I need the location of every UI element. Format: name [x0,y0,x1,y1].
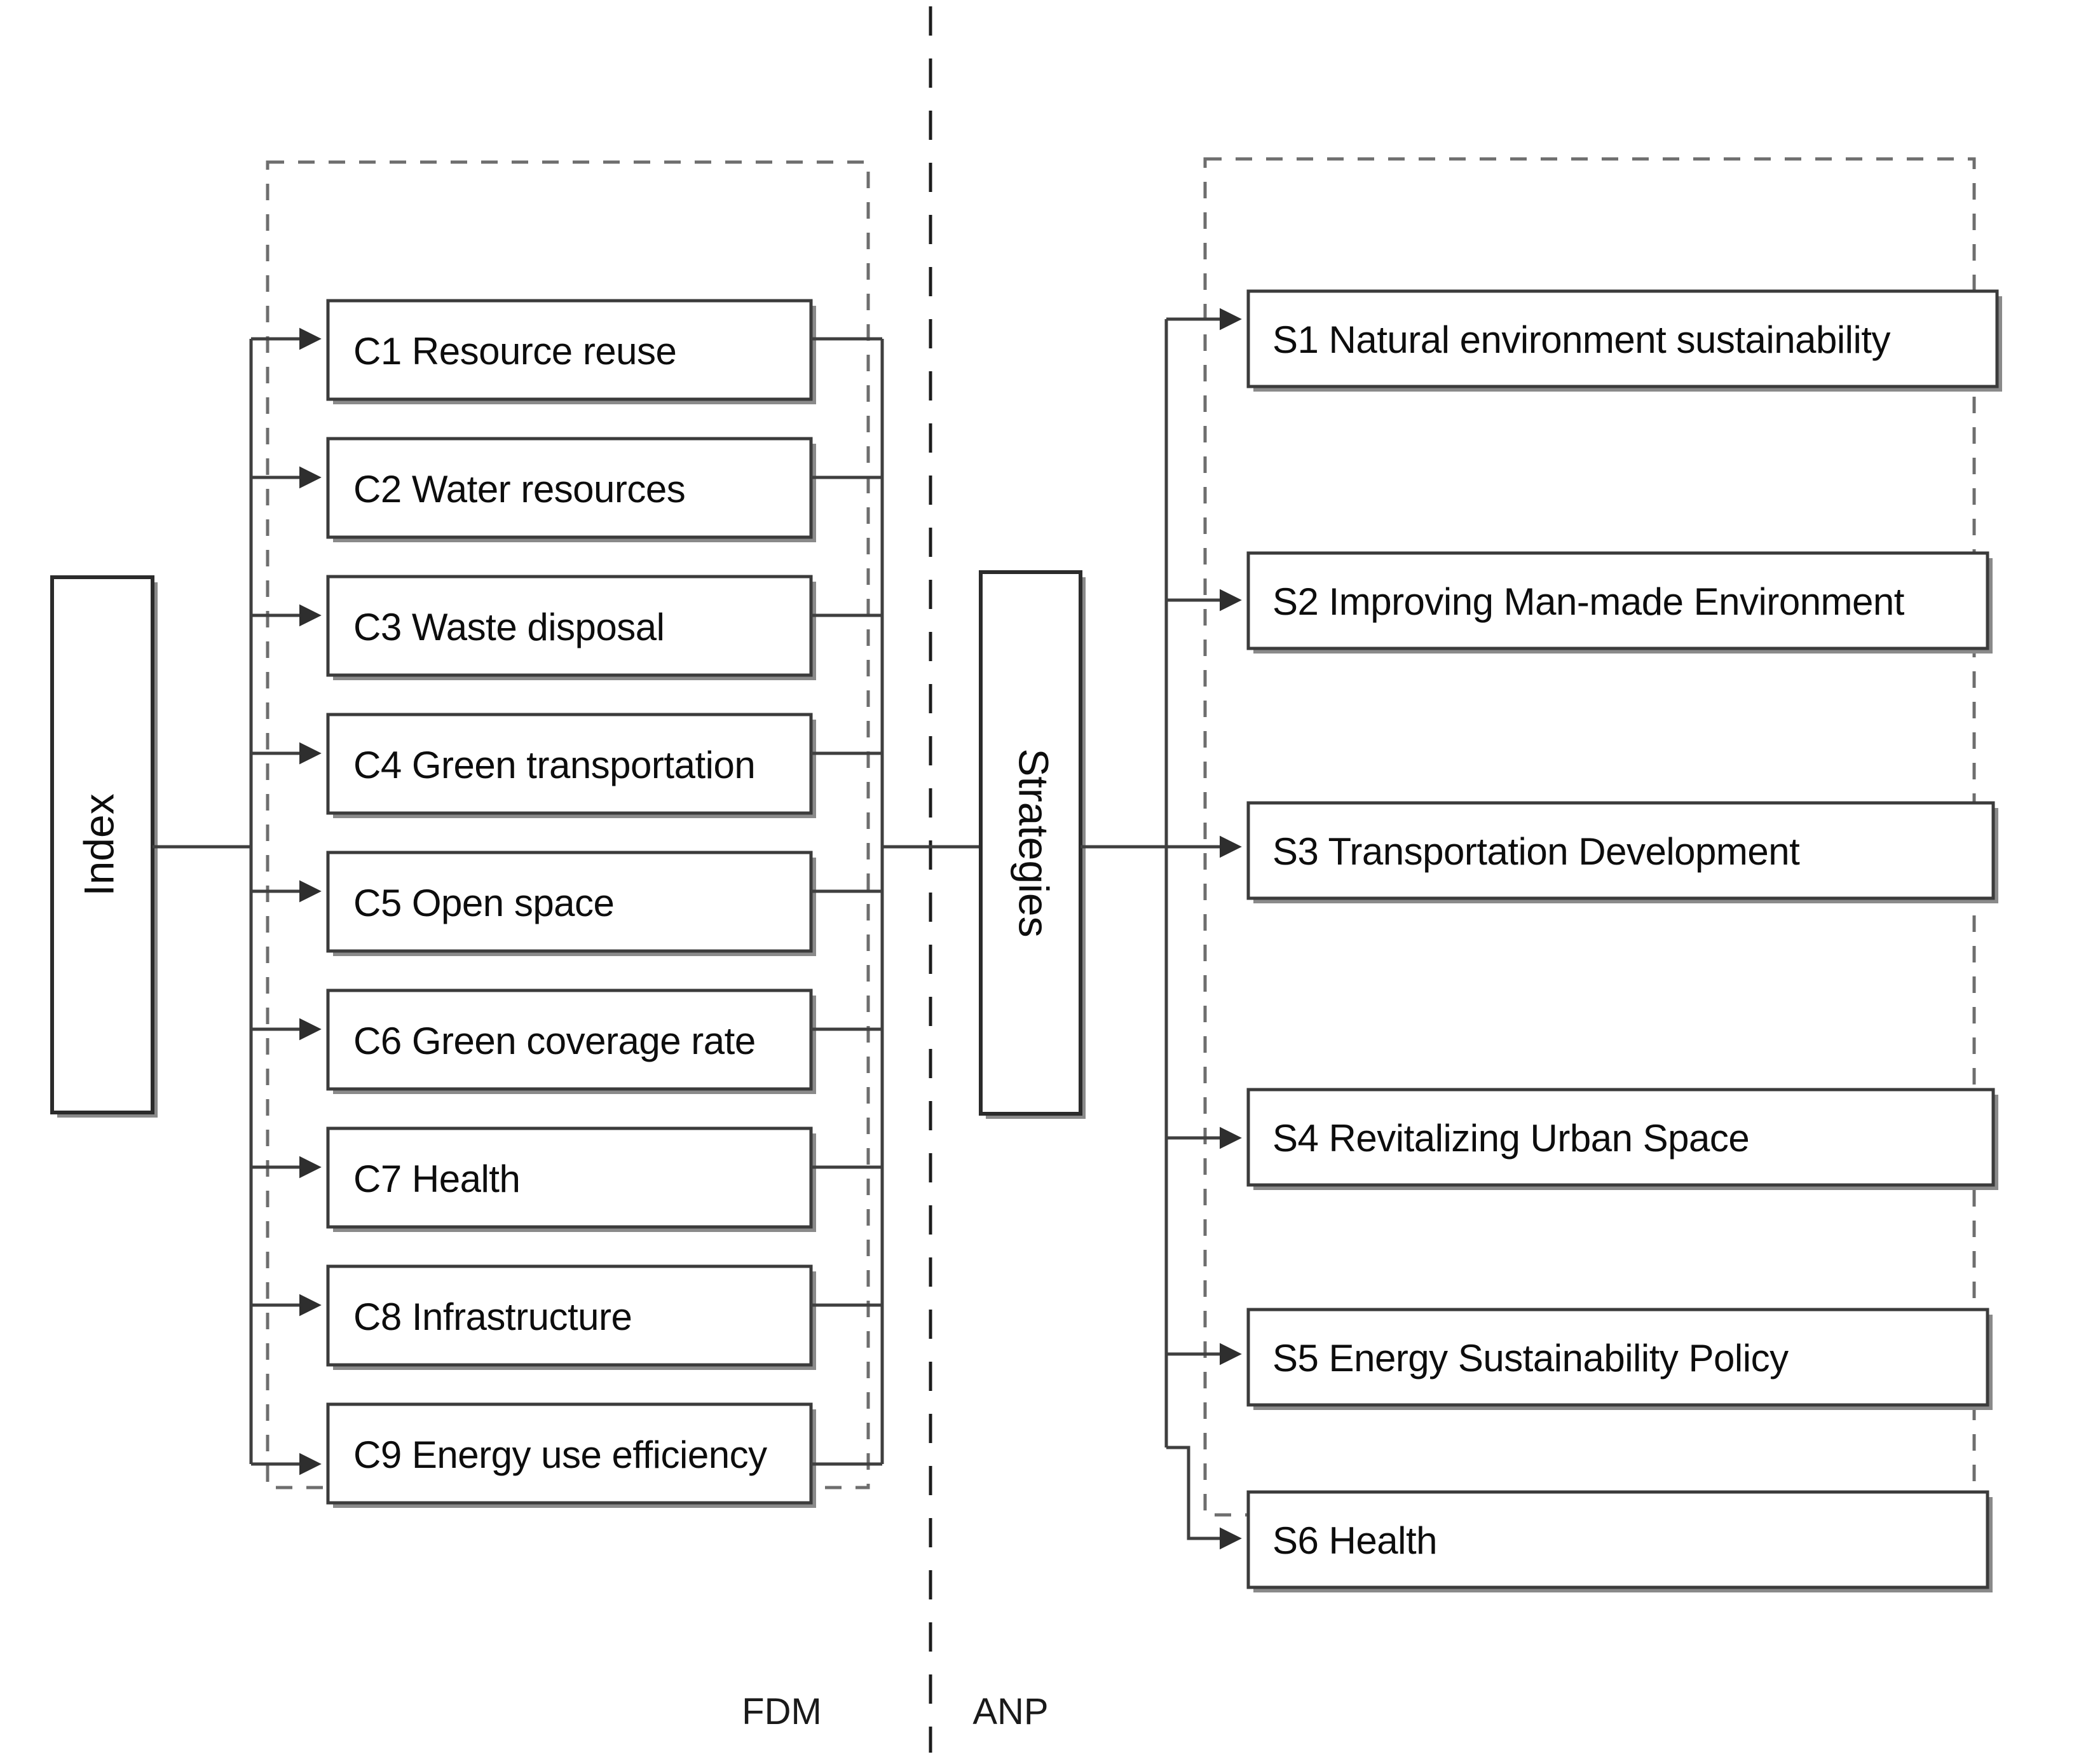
criteria-node-c8[interactable]: C8 Infrastructure [326,1264,816,1370]
criteria-label-c4: C4 Green transportation [353,744,755,786]
criteria-node-c1[interactable]: C1 Resource reuse [326,299,816,404]
criteria-label-c5: C5 Open space [353,882,614,924]
criteria-label-c3: C3 Waste disposal [353,606,665,648]
strategies-root-label: Strategies [1011,748,1058,937]
method-label-fdm: FDM [742,1691,822,1732]
criteria-node-c5[interactable]: C5 Open space [326,851,816,956]
strategies-root-node[interactable]: Strategies [979,570,1086,1119]
criteria-node-c4[interactable]: C4 Green transportation [326,713,816,818]
strategy-node-s2[interactable]: S2 Improving Man-made Environment [1246,551,1993,654]
strategy-node-s1[interactable]: S1 Natural environment sustainability [1246,289,2002,392]
criteria-node-c9[interactable]: C9 Energy use efficiency [326,1402,816,1508]
method-label-anp: ANP [972,1691,1048,1732]
criteria-node-c2[interactable]: C2 Water resources [326,437,816,542]
strategy-label-s4: S4 Revitalizing Urban Space [1272,1117,1749,1160]
criteria-node-c7[interactable]: C7 Health [326,1126,816,1232]
criteria-node-c3[interactable]: C3 Waste disposal [326,575,816,680]
arrow-to-s6 [1166,1446,1242,1550]
strategy-label-s6: S6 Health [1272,1519,1437,1562]
criteria-node-c6[interactable]: C6 Green coverage rate [326,989,816,1094]
strategy-node-s5[interactable]: S5 Energy Sustainability Policy [1246,1308,1993,1410]
criteria-label-c9: C9 Energy use efficiency [353,1434,767,1476]
fdm-container [266,160,870,1489]
strategy-node-s4[interactable]: S4 Revitalizing Urban Space [1246,1088,1998,1190]
criteria-label-c8: C8 Infrastructure [353,1296,632,1338]
strategy-label-s2: S2 Improving Man-made Environment [1272,580,1905,623]
strategy-label-s1: S1 Natural environment sustainability [1272,318,1890,361]
strategy-node-s6[interactable]: S6 Health [1246,1490,1993,1592]
strategy-node-s3[interactable]: S3 Transportation Development [1246,801,1998,903]
criteria-label-c6: C6 Green coverage rate [353,1020,756,1062]
criteria-label-c2: C2 Water resources [353,468,685,510]
criteria-label-c1: C1 Resource reuse [353,330,676,373]
index-root-label: Index [75,793,122,896]
criteria-label-c7: C7 Health [353,1158,520,1200]
index-root-node[interactable]: Index [50,575,158,1118]
strategy-label-s3: S3 Transportation Development [1272,830,1800,873]
strategy-label-s5: S5 Energy Sustainability Policy [1272,1337,1789,1379]
